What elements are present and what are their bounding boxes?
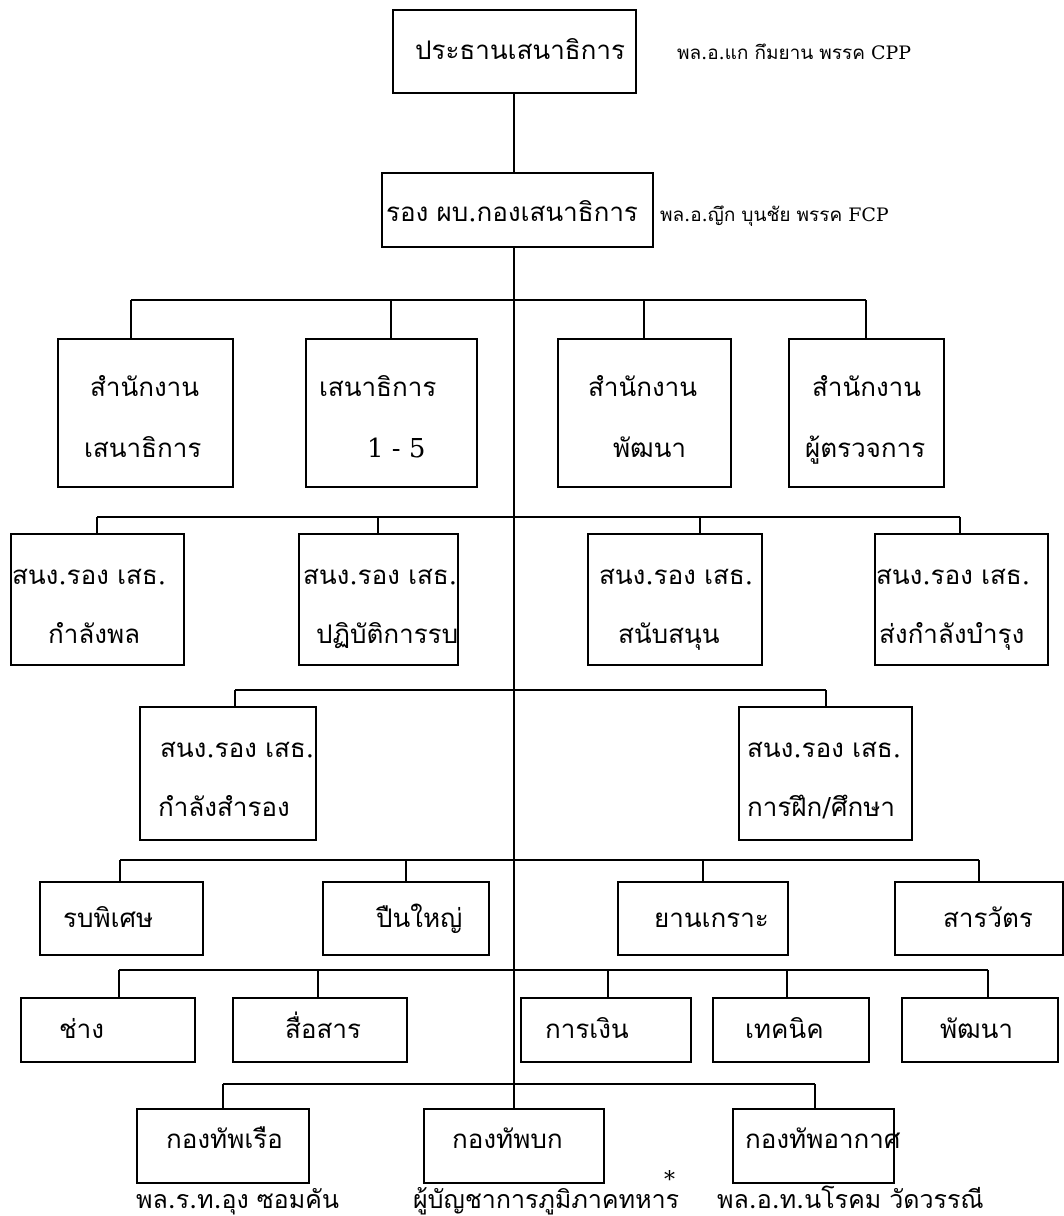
branch-box bbox=[901, 997, 1059, 1063]
office-box bbox=[305, 338, 478, 488]
branch-label: สื่อสาร bbox=[285, 1015, 361, 1045]
branch-label: ยานเกราะ bbox=[654, 904, 769, 934]
branch-box bbox=[520, 997, 692, 1063]
service-commander: ผู้บัญชาการภูมิภาคทหาร bbox=[413, 1185, 680, 1214]
office-line2: เสนาธิการ bbox=[84, 434, 202, 464]
branch-box bbox=[322, 881, 490, 956]
assistant-office-line2: สนับสนุน bbox=[618, 620, 720, 650]
service-commander: พล.อ.ท.นโรคม วัดวรรณี bbox=[717, 1185, 984, 1214]
assistant-office-box bbox=[738, 706, 913, 841]
service-commander: พล.ร.ท.อุง ซอมคัน bbox=[136, 1185, 339, 1214]
chief-of-staff-holder: พล.อ.แก กึมยาน พรรค CPP bbox=[677, 42, 912, 64]
assistant-office-line1: สนง.รอง เสธ. bbox=[599, 561, 754, 591]
office-line1: สำนักงาน bbox=[812, 373, 922, 403]
branch-box bbox=[712, 997, 870, 1063]
assistant-office-line2: ปฏิบัติการรบ bbox=[316, 620, 459, 650]
deputy-commander-title: รอง ผบ.กองเสนาธิการ bbox=[386, 198, 638, 228]
branch-box bbox=[39, 881, 204, 956]
chief-of-staff-title: ประธานเสนาธิการ bbox=[415, 36, 625, 66]
service-box bbox=[732, 1108, 895, 1184]
branch-box bbox=[20, 997, 196, 1063]
office-line2: ผู้ตรวจการ bbox=[805, 434, 926, 464]
assistant-office-line1: สนง.รอง เสธ. bbox=[12, 561, 167, 591]
assistant-office-line1: สนง.รอง เสธ. bbox=[876, 561, 1031, 591]
deputy-commander-box bbox=[381, 172, 654, 248]
service-name: กองทัพอากาศ bbox=[745, 1125, 901, 1155]
office-line1: สำนักงาน bbox=[90, 373, 200, 403]
branch-box bbox=[894, 881, 1064, 956]
assistant-office-line1: สนง.รอง เสธ. bbox=[160, 734, 315, 764]
branch-label: ช่าง bbox=[59, 1015, 104, 1045]
office-line1: เสนาธิการ bbox=[319, 373, 437, 403]
assistant-office-line2: การฝึก/ศึกษา bbox=[747, 793, 896, 823]
assistant-office-line1: สนง.รอง เสธ. bbox=[747, 734, 902, 764]
assistant-office-box bbox=[10, 533, 185, 666]
assistant-office-box bbox=[298, 533, 459, 666]
assistant-office-box bbox=[874, 533, 1049, 666]
branch-box bbox=[617, 881, 789, 956]
branch-box bbox=[232, 997, 408, 1063]
service-box bbox=[136, 1108, 310, 1184]
branch-label: การเงิน bbox=[545, 1015, 629, 1045]
office-line2: 1 - 5 bbox=[367, 434, 426, 464]
assistant-office-line2: ส่งกำลังบำรุง bbox=[879, 620, 1025, 650]
footnote-asterisk: * bbox=[664, 1168, 675, 1193]
branch-label: ปืนใหญ่ bbox=[376, 904, 463, 934]
service-name: กองทัพเรือ bbox=[166, 1125, 283, 1155]
branch-label: รบพิเศษ bbox=[63, 904, 154, 934]
branch-label: สารวัตร bbox=[943, 904, 1033, 934]
office-box bbox=[557, 338, 732, 488]
assistant-office-line2: กำลังสำรอง bbox=[158, 793, 290, 823]
assistant-office-box bbox=[139, 706, 317, 841]
branch-label: พัฒนา bbox=[940, 1015, 1013, 1045]
assistant-office-line2: กำลังพล bbox=[48, 620, 141, 650]
chief-of-staff-box bbox=[392, 9, 637, 94]
assistant-office-box bbox=[587, 533, 763, 666]
office-line1: สำนักงาน bbox=[588, 373, 698, 403]
office-line2: พัฒนา bbox=[613, 434, 686, 464]
assistant-office-line1: สนง.รอง เสธ. bbox=[303, 561, 458, 591]
office-box bbox=[788, 338, 945, 488]
deputy-commander-holder: พล.อ.ญึก บุนชัย พรรค FCP bbox=[660, 204, 889, 226]
service-box bbox=[423, 1108, 605, 1184]
branch-label: เทคนิค bbox=[745, 1015, 824, 1045]
office-box bbox=[57, 338, 234, 488]
service-name: กองทัพบก bbox=[452, 1125, 563, 1155]
